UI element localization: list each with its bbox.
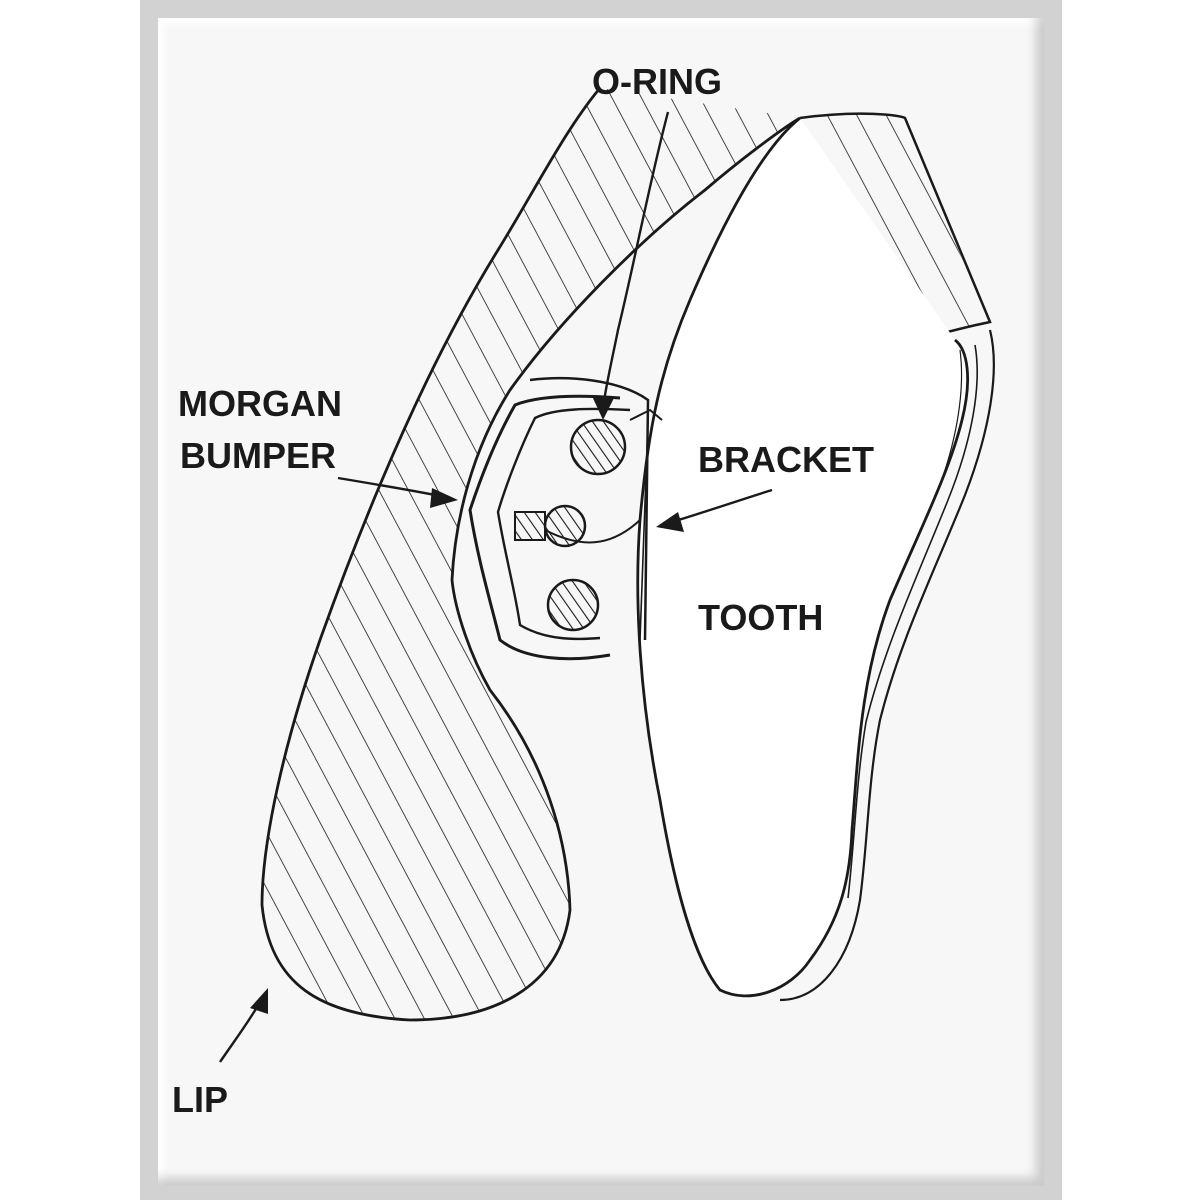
bumper-label: BUMPER: [180, 435, 336, 476]
tooth-shape: [636, 116, 995, 1002]
o-ring-label: O-RING: [592, 61, 722, 102]
lip-label: LIP: [172, 1079, 228, 1120]
morgan-bumper-shape: [468, 394, 631, 661]
morgan-label: MORGAN: [178, 383, 342, 424]
bracket-label: BRACKET: [698, 439, 874, 480]
tooth-label: TOOTH: [698, 597, 823, 638]
o-ring-circles: [514, 418, 627, 632]
leader-arrows: [219, 111, 773, 1063]
